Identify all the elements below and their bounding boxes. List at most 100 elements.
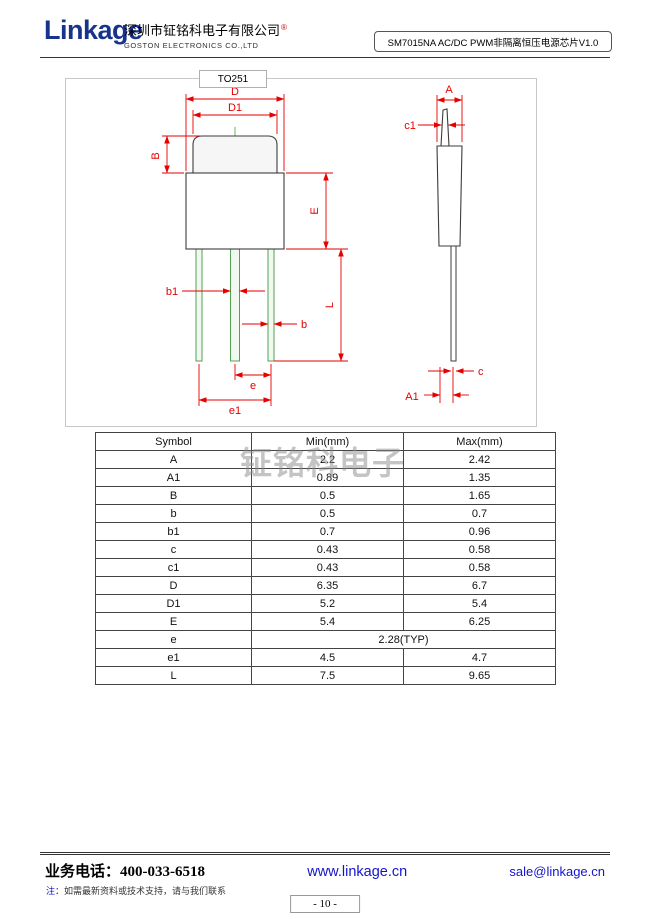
symbol-cell: c bbox=[95, 540, 252, 559]
symbol-cell: b1 bbox=[95, 522, 252, 541]
dim-c1: c1 bbox=[404, 120, 465, 132]
footer-divider bbox=[40, 852, 610, 855]
dim-label-c: c bbox=[478, 366, 484, 378]
symbol-cell: e1 bbox=[95, 648, 252, 667]
dim-label-B: B bbox=[150, 152, 162, 159]
min-cell: 6.35 bbox=[251, 576, 404, 595]
package-drawing: TO251 bbox=[65, 70, 537, 427]
table-header-row: Symbol Min(mm) Max(mm) bbox=[95, 432, 556, 451]
min-cell: 0.5 bbox=[251, 504, 404, 523]
min-cell: 0.5 bbox=[251, 486, 404, 505]
company-name-cn: 深圳市钲铭科电子有限公司® bbox=[124, 20, 287, 39]
header-divider bbox=[40, 57, 610, 58]
dim-c: c bbox=[428, 366, 484, 378]
dim-D1: D1 bbox=[192, 102, 278, 134]
dim-L: L bbox=[274, 248, 348, 362]
symbol-cell: A1 bbox=[95, 468, 252, 487]
lead-right bbox=[267, 248, 275, 362]
email-link[interactable]: sale@linkage.cn bbox=[509, 864, 605, 879]
min-cell: 5.2 bbox=[251, 594, 404, 613]
doc-title-box: SM7015NA AC/DC PWM非隔离恒压电源芯片V1.0 bbox=[374, 31, 612, 52]
dim-label-c1: c1 bbox=[404, 120, 416, 132]
dim-label-A1: A1 bbox=[405, 391, 418, 403]
phone-number: 业务电话：400-033-6518 bbox=[45, 864, 205, 880]
footer-note: 注：如需最新资料或技术支持，请与我们联系 bbox=[46, 884, 226, 897]
min-cell: 4.5 bbox=[251, 648, 404, 667]
symbol-cell: B bbox=[95, 486, 252, 505]
side-view-lead bbox=[450, 245, 457, 362]
website-link[interactable]: www.linkage.cn bbox=[307, 864, 408, 880]
page-number-box: - 10 - bbox=[290, 895, 360, 913]
max-cell: 1.65 bbox=[403, 486, 556, 505]
registered-mark-icon: ® bbox=[281, 22, 287, 32]
dim-label-e: e bbox=[250, 380, 256, 392]
company-name-en: GOSTON ELECTRONICS CO.,LTD bbox=[124, 41, 259, 50]
max-cell: 0.96 bbox=[403, 522, 556, 541]
side-view-body bbox=[436, 145, 463, 247]
page-number: - 10 - bbox=[313, 898, 337, 910]
dim-A: A bbox=[436, 84, 463, 142]
dim-label-E: E bbox=[309, 207, 321, 214]
symbol-cell: D1 bbox=[95, 594, 252, 613]
doc-title: SM7015NA AC/DC PWM非隔离恒压电源芯片V1.0 bbox=[387, 37, 599, 49]
max-cell: 0.58 bbox=[403, 540, 556, 559]
min-cell: 7.5 bbox=[251, 666, 404, 685]
symbol-cell: b bbox=[95, 504, 252, 523]
lead-center bbox=[230, 248, 240, 362]
typ-cell: 2.28(TYP) bbox=[251, 630, 556, 649]
package-leads bbox=[195, 248, 275, 362]
dim-b1: b1 bbox=[166, 286, 265, 298]
dim-label-b: b bbox=[301, 319, 307, 331]
side-view-tab bbox=[440, 108, 450, 147]
symbol-cell: A bbox=[95, 450, 252, 469]
dim-label-D1: D1 bbox=[228, 102, 242, 114]
front-view-body bbox=[185, 172, 285, 250]
dim-B: B bbox=[150, 135, 200, 174]
package-outline-svg: D D1 B E bbox=[150, 84, 484, 417]
min-cell: 2.2 bbox=[251, 450, 404, 469]
page-footer: 业务电话：400-033-6518 www.linkage.cn sale@li… bbox=[45, 860, 605, 881]
company-name-block: 深圳市钲铭科电子有限公司® GOSTON ELECTRONICS CO.,LTD bbox=[124, 20, 287, 50]
header-max: Max(mm) bbox=[403, 432, 556, 451]
dim-label-e1: e1 bbox=[229, 405, 241, 417]
min-cell: 0.43 bbox=[251, 540, 404, 559]
dim-label-A: A bbox=[445, 84, 453, 96]
min-cell: 5.4 bbox=[251, 612, 404, 631]
max-cell: 9.65 bbox=[403, 666, 556, 685]
max-cell: 4.7 bbox=[403, 648, 556, 667]
symbol-cell: D bbox=[95, 576, 252, 595]
max-cell: 2.42 bbox=[403, 450, 556, 469]
package-name-label: TO251 bbox=[199, 70, 267, 88]
dim-label-D: D bbox=[231, 86, 239, 98]
dim-D: D bbox=[185, 86, 285, 171]
symbol-cell: c1 bbox=[95, 558, 252, 577]
dim-label-b1: b1 bbox=[166, 286, 178, 298]
max-cell: 0.7 bbox=[403, 504, 556, 523]
front-view-cap bbox=[192, 135, 278, 174]
dim-e1: e1 bbox=[198, 364, 272, 417]
symbol-cell: E bbox=[95, 612, 252, 631]
max-cell: 5.4 bbox=[403, 594, 556, 613]
max-cell: 0.58 bbox=[403, 558, 556, 577]
header-symbol: Symbol bbox=[95, 432, 252, 451]
company-name-cn-text: 深圳市钲铭科电子有限公司 bbox=[124, 23, 281, 38]
max-cell: 1.35 bbox=[403, 468, 556, 487]
dim-label-L: L bbox=[324, 302, 336, 308]
header-min: Min(mm) bbox=[251, 432, 404, 451]
dim-A1: A1 bbox=[405, 367, 469, 403]
min-cell: 0.43 bbox=[251, 558, 404, 577]
max-cell: 6.7 bbox=[403, 576, 556, 595]
footer-note-text: 如需最新资料或技术支持，请与我们联系 bbox=[64, 886, 227, 896]
